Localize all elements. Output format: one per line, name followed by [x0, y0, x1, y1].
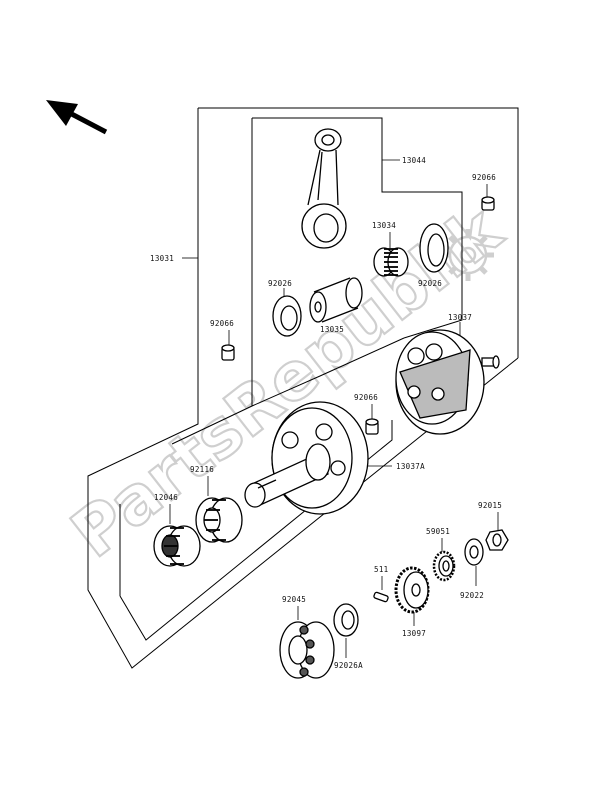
flywheel-left [244, 401, 369, 515]
label-92015: 92015 [478, 501, 502, 510]
direction-arrow-icon [46, 100, 108, 135]
cap-middle [365, 418, 379, 435]
label-511: 511 [374, 565, 388, 574]
cap-top-right [481, 196, 495, 211]
label-12046: 12046 [154, 493, 178, 502]
label-13097: 13097 [402, 629, 426, 638]
label-59051: 59051 [426, 527, 450, 536]
label-92026: 92026 [268, 279, 292, 288]
label-92116: 92116 [190, 465, 214, 474]
needle-bearing [373, 247, 409, 277]
gear-59051 [432, 550, 456, 582]
label-92066-left: 92066 [210, 319, 234, 328]
washer-left [272, 295, 302, 337]
connecting-rod [301, 128, 347, 249]
assembly-frame [87, 107, 519, 669]
label-13035: 13035 [320, 325, 344, 334]
label-92045: 92045 [282, 595, 306, 604]
label-13037: 13037 [448, 313, 472, 322]
part-number-labels: 13031 13044 13034 92026 92026 13035 9206… [150, 156, 502, 670]
label-13031: 13031 [150, 254, 174, 263]
washer-92026a [333, 603, 359, 637]
label-92026a: 92026A [334, 661, 363, 670]
flywheel-right [395, 329, 500, 435]
gear-13097 [394, 566, 430, 614]
label-92066-top: 92066 [472, 173, 496, 182]
label-13044: 13044 [402, 156, 426, 165]
washer-92022 [464, 538, 484, 566]
nut-92015 [485, 529, 509, 551]
label-92026-right: 92026 [418, 279, 442, 288]
label-13037a: 13037A [396, 462, 425, 471]
label-92066-mid: 92066 [354, 393, 378, 402]
key-511 [373, 591, 389, 603]
washer-right [419, 223, 449, 273]
cap-left [221, 344, 235, 361]
crank-pin [309, 277, 363, 323]
gear-logo-icon [442, 229, 494, 281]
label-13034: 13034 [372, 221, 396, 230]
bearing-92116 [195, 497, 243, 543]
ball-bearing-92045 [279, 621, 335, 679]
bearing-12046 [153, 525, 201, 567]
label-92022: 92022 [460, 591, 484, 600]
